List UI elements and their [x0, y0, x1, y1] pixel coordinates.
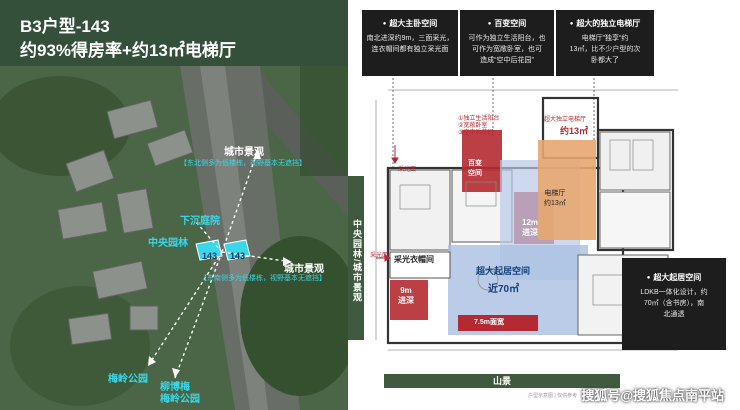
callout-elevator-hall-line3: 卧都大了 [591, 57, 619, 64]
meiling-park-left: 梅岭公园 [108, 374, 148, 385]
light-face-label-2: 采光面 [370, 253, 389, 259]
callout-elevator-hall-line2: 13㎡，比不少户型的次 [569, 46, 641, 53]
callout-flex-space-title: 百变空间 [460, 18, 554, 29]
watermark: 搜狐号@搜狐焦点南平站 [581, 388, 724, 403]
city-view-label-bottom: 城市景观 [284, 264, 324, 275]
elevator-hall-note: 超大独立电梯厅 [544, 117, 587, 123]
living-title: 超大起居空间 [476, 266, 531, 276]
light-face-label-1: 采光面 [398, 167, 417, 173]
callout-flex-space-line2: 可作为宽敞卧室，也可 [472, 46, 542, 53]
callout-living-space: 超大起居空间 LDKB一体化设计，约 70㎡（含书房），南 北通透 [622, 258, 726, 350]
unit-title: B3户型-143 [20, 17, 110, 36]
side-bar-top: 中央园林 [352, 219, 362, 260]
callout-elevator-hall-line1: 电梯厅”独享“约 [581, 35, 629, 42]
balcony-notes: ①独立生活阳台 ②宽敞卧室 ③空中后花园 [458, 116, 499, 137]
central-garden-label: 中央园林 [148, 238, 188, 249]
sunken-courtyard-label: 下沉庭院 [180, 216, 220, 227]
meiling-park-bottom-1: 柳博梅 [160, 382, 190, 393]
callout-flex-space-line1: 可作为独立生活阳台，也 [468, 35, 546, 42]
depth-12m-label: 12m 进深 [522, 218, 539, 237]
elevator-hall-room: 电梯厅 约13㎡ [544, 190, 566, 207]
footer-disclaimer: 户型示意图 | 仅供参考 [528, 393, 578, 399]
flex-room-label: 百变 空间 [468, 160, 482, 177]
closet-label: 采光衣帽间 [394, 255, 434, 264]
callout-master-bedroom: 超大主卧空间 南北进深约9m，三面采光， 连衣帽间都有独立采光面 [362, 10, 458, 76]
right-panel: 超大主卧空间 南北进深约9m，三面采光， 连衣帽间都有独立采光面 百变空间 可作… [348, 0, 740, 410]
left-header: B3户型-143 约93%得房率+约13㎡电梯厅 [0, 0, 348, 66]
unit-tag-a: 143 [202, 251, 218, 261]
aerial-site-map [0, 66, 348, 410]
balcony-note-1: ①独立生活阳台 [458, 116, 500, 122]
callout-master-bedroom-line1: 南北进深约9m，三面采光， [366, 35, 454, 42]
living-area: 近70㎡ [488, 284, 520, 295]
callout-elevator-hall: 超大的独立电梯厅 电梯厅”独享“约 13㎡，比不少户型的次 卧都大了 [556, 10, 654, 76]
side-bar-bottom: 城市景观 [352, 262, 362, 303]
callout-elevator-hall-title: 超大的独立电梯厅 [556, 18, 654, 29]
side-bar-views: 中央园林/城市景观 [348, 176, 364, 340]
balcony-note-3: ③空中后花园 [458, 130, 494, 136]
side-bar-sep: / [352, 259, 362, 263]
callout-flex-space: 百变空间 可作为独立生活阳台，也 可作为宽敞卧室，也可 造成“空中后花园” [460, 10, 554, 76]
note-northeast: 【东北侧多为低楼栋，视野基本无遮挡】 [180, 160, 306, 167]
depth-9m-label: 9m 进深 [398, 286, 414, 305]
callout-living-space-line2: 70㎡（含书房），南 [643, 300, 705, 307]
balcony-note-2: ②宽敞卧室 [458, 123, 488, 129]
unit-tag-b: 143 [230, 251, 246, 261]
unit-subtitle: 约93%得房率+约13㎡电梯厅 [20, 41, 236, 60]
city-view-label-top: 城市景观 [224, 147, 264, 158]
mountain-view-bar: 山景 [384, 374, 620, 388]
callout-master-bedroom-title: 超大主卧空间 [362, 18, 458, 29]
width-75m-label: 7.5m面宽 [474, 319, 504, 326]
callout-living-space-title: 超大起居空间 [622, 272, 726, 283]
callout-flex-space-line3: 造成“空中后花园” [480, 57, 534, 64]
callout-living-space-line3: 北通透 [663, 311, 685, 318]
left-panel: B3户型-143 约93%得房率+约13㎡电梯厅 [0, 0, 348, 410]
meiling-park-bottom-2: 梅岭公园 [160, 394, 200, 405]
callout-living-space-line1: LDKB一体化设计，约 [640, 289, 708, 296]
callout-master-bedroom-line2: 连衣帽间都有独立采光面 [371, 46, 449, 53]
elevator-hall-area: 约13㎡ [560, 126, 589, 136]
note-southeast: 【东南侧多为低楼栋，视野基本无遮挡】 [200, 275, 326, 282]
